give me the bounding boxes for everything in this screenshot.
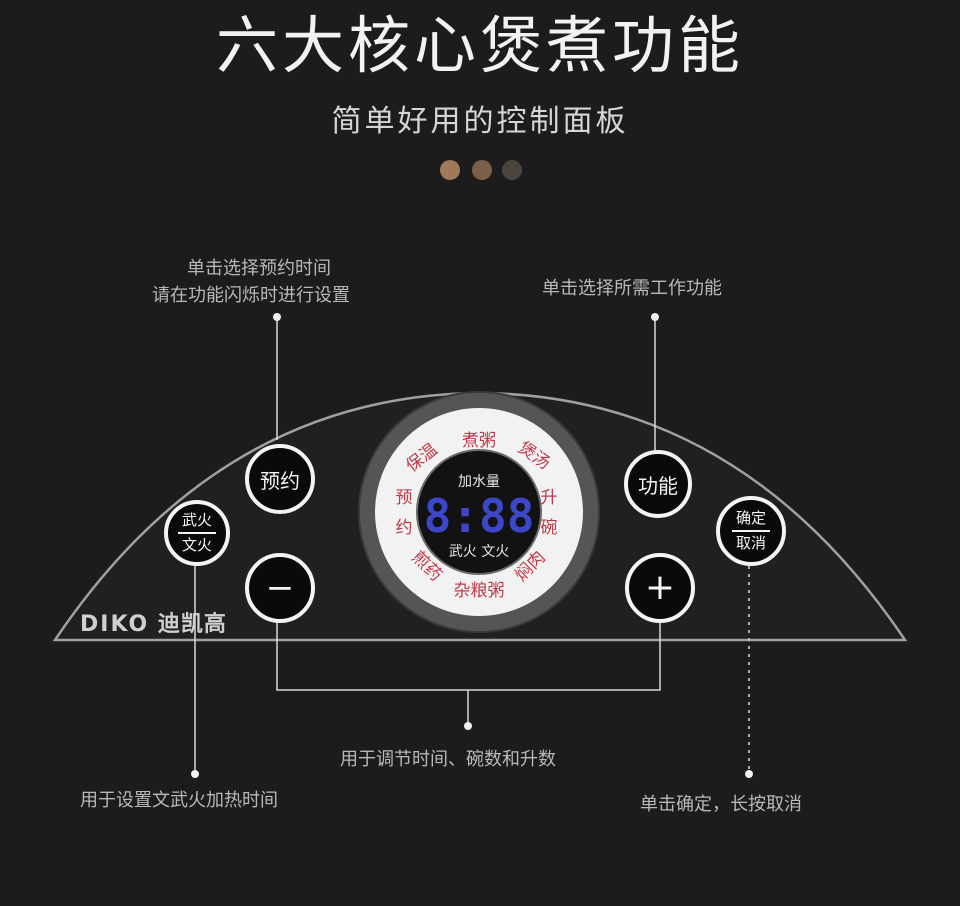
brand-logo-chinese: 迪凯高 (157, 612, 227, 637)
water-label: 加水量 (458, 474, 500, 490)
cancel-label: 取消 (735, 534, 766, 552)
pagination-dots (440, 160, 530, 182)
callout-dot-function (651, 313, 659, 321)
confirm-cancel-button[interactable]: 确定 取消 (716, 496, 786, 566)
note-reservation-line1: 单击选择预约时间 (187, 258, 331, 279)
heat-level-divider (178, 532, 216, 534)
mode-label-porridge: 煮粥 (462, 431, 496, 451)
page-subtitle: 简单好用的控制面板 (331, 104, 629, 139)
page-title: 六大核心煲煮功能 (215, 9, 744, 82)
confirm-cancel-divider (732, 530, 770, 532)
pagination-dot-1[interactable] (440, 160, 460, 180)
heat-level-bottom-label: 文火 (181, 536, 212, 554)
callout-dot-reserve (273, 313, 281, 321)
mode-label-bowl: 碗 (541, 518, 558, 538)
callout-dot-adjust (464, 722, 472, 730)
note-confirm: 单击确定，长按取消 (640, 794, 802, 815)
callout-lines (194, 317, 750, 774)
note-function: 单击选择所需工作功能 (542, 278, 722, 299)
plus-icon: + (644, 567, 676, 608)
brand-logo-latin: DIKO (80, 612, 150, 637)
callout-endpoints (191, 313, 753, 778)
note-reservation-line2: 请在功能闪烁时进行设置 (152, 285, 350, 306)
mode-label-liter: 升 (541, 488, 558, 508)
pagination-dot-2[interactable] (472, 160, 492, 180)
brand-logo: DIKO 迪凯高 (80, 606, 227, 638)
reserve-button-label: 预约 (260, 468, 300, 493)
note-adjust: 用于调节时间、碗数和升数 (340, 749, 556, 770)
display-screen (416, 449, 542, 575)
reserve-button[interactable]: 预约 (245, 444, 315, 514)
callout-dot-heat (191, 770, 199, 778)
function-button-label: 功能 (638, 473, 678, 498)
heat-level-labels: 武火 文火 (178, 511, 216, 555)
mode-label-reserve-2: 约 (396, 518, 413, 538)
callout-dot-confirm (745, 770, 753, 778)
minus-button[interactable]: − (245, 553, 315, 623)
plus-button[interactable]: + (625, 553, 695, 623)
confirm-cancel-labels: 确定 取消 (732, 509, 770, 553)
mode-label-reserve-1: 预 (396, 488, 413, 508)
note-heat: 用于设置文武火加热时间 (80, 790, 278, 811)
minus-icon: − (265, 568, 295, 608)
pagination-dot-3[interactable] (502, 160, 522, 180)
mode-label-grain-porridge: 杂粮粥 (454, 581, 505, 601)
function-button[interactable]: 功能 (624, 450, 692, 518)
confirm-label: 确定 (735, 509, 766, 527)
heat-level-top-label: 武火 (181, 511, 212, 529)
fire-label: 武火 文火 (449, 544, 509, 560)
digit-display: 8:88 (424, 489, 535, 543)
heat-level-button[interactable]: 武火 文火 (164, 500, 230, 566)
